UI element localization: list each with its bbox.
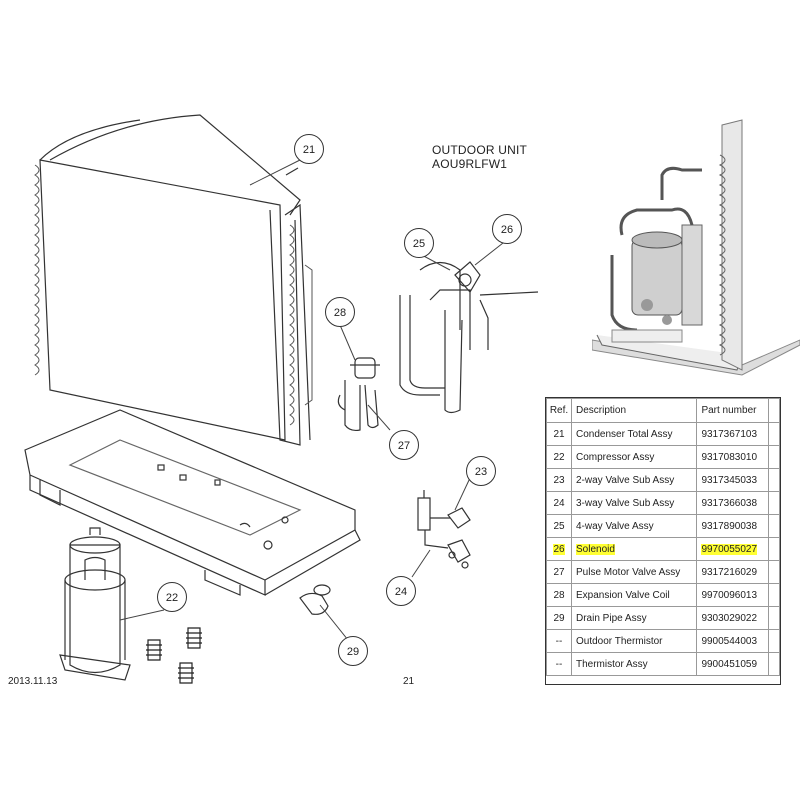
row-description: Pulse Motor Valve Assy: [570, 560, 698, 584]
parts-table: Ref. Description Part number 21 Condense…: [546, 398, 780, 676]
row-description: Thermistor Assy: [570, 652, 698, 676]
row-description: 4-way Valve Assy: [570, 514, 698, 538]
row-blank: [768, 468, 780, 492]
row-ref: 28: [546, 583, 572, 607]
four-way-valve-drawing: [399, 261, 539, 414]
callout-22: 22: [157, 582, 187, 612]
row-part-number: 9303029022: [696, 606, 769, 630]
row-description: Outdoor Thermistor: [570, 629, 698, 653]
header-part-number: Part number: [696, 398, 769, 423]
row-description: Expansion Valve Coil: [570, 583, 698, 607]
row-description: 2-way Valve Sub Assy: [570, 468, 698, 492]
table-row: -- Outdoor Thermistor 9900544003: [546, 629, 780, 653]
row-part-number: 9317890038: [696, 514, 769, 538]
row-description: Solenoid: [570, 537, 698, 561]
table-row: 29 Drain Pipe Assy 9303029022: [546, 606, 780, 630]
row-ref: 26: [546, 537, 572, 561]
row-part-number: 9970096013: [696, 583, 769, 607]
row-part-number: 9317367103: [696, 422, 769, 446]
pulse-motor-valve-drawing: [337, 357, 380, 432]
title-line-2: AOU9RLFW1: [432, 157, 508, 171]
row-description: Condenser Total Assy: [570, 422, 698, 446]
callout-23: 23: [466, 456, 496, 486]
header-ref: Ref.: [546, 398, 572, 423]
row-description: Drain Pipe Assy: [570, 606, 698, 630]
row-ref: 29: [546, 606, 572, 630]
row-part-number: 9317345033: [696, 468, 769, 492]
table-row: 24 3-way Valve Sub Assy 9317366038: [546, 491, 780, 515]
highlight-ref: 26: [553, 543, 565, 555]
table-row: 28 Expansion Valve Coil 9970096013: [546, 583, 780, 607]
row-part-number: 9900451059: [696, 652, 769, 676]
row-part-number: 9317083010: [696, 445, 769, 469]
row-ref: 21: [546, 422, 572, 446]
row-ref: --: [546, 629, 572, 653]
row-part-number: 9970055027: [696, 537, 769, 561]
row-blank: [768, 445, 780, 469]
base-pan-drawing: [24, 409, 361, 596]
row-part-number: 9317366038: [696, 491, 769, 515]
row-blank: [768, 583, 780, 607]
callout-leaders: [119, 159, 504, 641]
row-blank: [768, 491, 780, 515]
table-row: 25 4-way Valve Assy 9317890038: [546, 514, 780, 538]
callout-24: 24: [386, 576, 416, 606]
table-row: 23 2-way Valve Sub Assy 9317345033: [546, 468, 780, 492]
header-blank: [768, 398, 780, 423]
header-description: Description: [570, 398, 698, 423]
row-ref: 25: [546, 514, 572, 538]
table-row-highlighted: 26 Solenoid 9970055027: [546, 537, 780, 561]
row-description: 3-way Valve Sub Assy: [570, 491, 698, 515]
row-blank: [768, 652, 780, 676]
drain-pipe-drawing: [299, 584, 331, 615]
table-row: 27 Pulse Motor Valve Assy 9317216029: [546, 560, 780, 584]
row-ref: 24: [546, 491, 572, 515]
callout-27: 27: [389, 430, 419, 460]
row-part-number: 9317216029: [696, 560, 769, 584]
footer-date: 2013.11.13: [8, 676, 58, 687]
row-blank: [768, 560, 780, 584]
row-ref: --: [546, 652, 572, 676]
table-row: 21 Condenser Total Assy 9317367103: [546, 422, 780, 446]
highlight-part-number: 9970055027: [701, 543, 758, 555]
callout-21: 21: [294, 134, 324, 164]
row-part-number: 9900544003: [696, 629, 769, 653]
row-blank: [768, 606, 780, 630]
diagram-title: OUTDOOR UNIT AOU9RLFW1: [432, 143, 527, 171]
unit-photo: [592, 115, 800, 390]
unit-photo-image: [592, 115, 800, 390]
service-valves-drawing: [417, 490, 471, 569]
rubber-feet-drawing: [146, 627, 202, 684]
table-row: 22 Compressor Assy 9317083010: [546, 445, 780, 469]
table-row: -- Thermistor Assy 9900451059: [546, 652, 780, 676]
callout-26: 26: [492, 214, 522, 244]
row-ref: 27: [546, 560, 572, 584]
title-line-1: OUTDOOR UNIT: [432, 143, 528, 157]
condenser-drawing: [34, 114, 313, 446]
callout-29: 29: [338, 636, 368, 666]
row-blank: [768, 422, 780, 446]
parts-table-header: Ref. Description Part number: [546, 398, 780, 423]
row-ref: 22: [546, 445, 572, 469]
compressor-drawing: [59, 527, 131, 681]
row-blank: [768, 514, 780, 538]
callout-28: 28: [325, 297, 355, 327]
highlight-description: Solenoid: [576, 543, 615, 555]
row-ref: 23: [546, 468, 572, 492]
parts-table-frame: [545, 397, 781, 685]
callout-25: 25: [404, 228, 434, 258]
row-blank: [768, 629, 780, 653]
row-description: Compressor Assy: [570, 445, 698, 469]
footer-page-number: 21: [403, 676, 415, 687]
row-blank: [768, 537, 780, 561]
